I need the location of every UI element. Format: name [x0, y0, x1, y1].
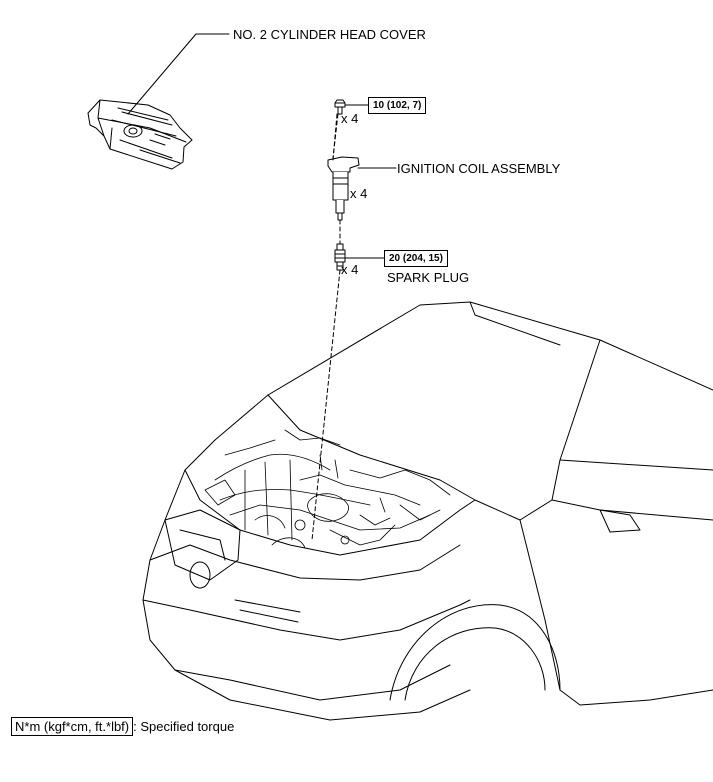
assembly-axis-lower — [311, 269, 341, 541]
ignition-coil-label: IGNITION COIL ASSEMBLY — [397, 161, 561, 176]
coil-quantity: x 4 — [350, 186, 368, 201]
spark-plug-part — [334, 243, 346, 271]
spark-plug-quantity: x 4 — [341, 262, 359, 277]
spark-plug-torque-box: 20 (204, 15) — [384, 250, 448, 267]
bolt-part — [334, 99, 346, 115]
legend-description: : Specified torque — [133, 719, 235, 734]
engine-compartment-detail — [204, 429, 451, 549]
ignition-coil-part — [327, 156, 360, 221]
assembly-axis-upper — [332, 113, 339, 159]
spark-plug-label: SPARK PLUG — [387, 270, 470, 285]
cover-leader-line — [127, 33, 230, 115]
torque-legend: N*m (kgf*cm, ft.*lbf): Specified torque — [11, 717, 235, 736]
cylinder-head-cover-part — [87, 99, 193, 170]
vehicle-outline — [142, 301, 713, 721]
bolt-torque-box: 10 (102, 7) — [368, 97, 427, 114]
cylinder-head-cover-label: NO. 2 CYLINDER HEAD COVER — [233, 27, 426, 42]
bolt-quantity: x 4 — [341, 111, 359, 126]
legend-units-box: N*m (kgf*cm, ft.*lbf) — [11, 717, 134, 736]
